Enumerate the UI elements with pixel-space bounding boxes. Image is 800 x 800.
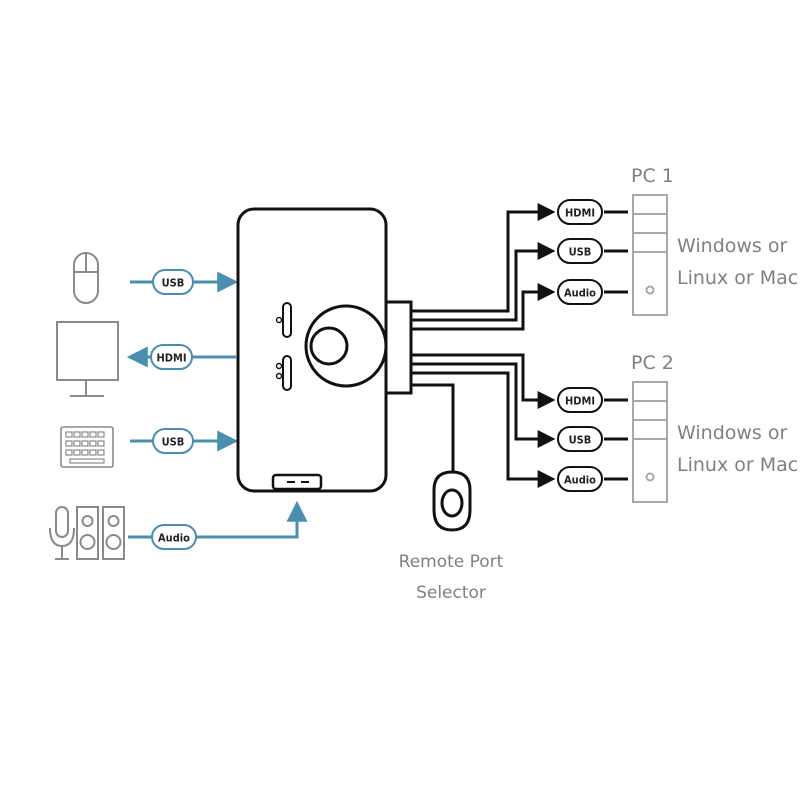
pc2-usb-label: USB (569, 434, 592, 447)
keyboard-usb-label: USB (162, 436, 185, 449)
mouse-connection: USB (130, 269, 239, 295)
pc1-os-line2: Linux or Mac (677, 267, 798, 289)
remote-selector-icon (432, 470, 472, 532)
speaker-right-icon (102, 506, 125, 560)
mouse-usb-label: USB (162, 277, 185, 290)
pc1-title: PC 1 (631, 165, 674, 187)
pc1-hdmi-label: HDMI (565, 207, 595, 220)
cable-connector (384, 300, 413, 395)
microphone-icon (49, 506, 75, 560)
monitor-connection: HDMI (126, 344, 236, 370)
pc1-connections: HDMI USB Audio (557, 199, 628, 305)
audio-label: Audio (158, 532, 190, 545)
pc2-tower-icon (632, 381, 668, 503)
audio-connection: Audio (128, 500, 308, 550)
keyboard-icon (60, 426, 114, 468)
pc1-audio-label: Audio (564, 287, 596, 300)
cable-bundle (411, 203, 556, 488)
pc2-connections: HDMI USB Audio (557, 387, 628, 492)
pc2-audio-label: Audio (564, 474, 596, 487)
monitor-hdmi-label: HDMI (156, 352, 186, 365)
remote-label-line1: Remote Port (399, 552, 504, 572)
speaker-left-icon (76, 506, 99, 560)
kvm-switch (236, 207, 388, 493)
pc2-hdmi-label: HDMI (565, 395, 595, 408)
mouse-icon (73, 252, 99, 304)
port-button-2 (282, 355, 292, 391)
keyboard-connection: USB (130, 428, 239, 454)
pc1-os-line1: Windows or (677, 235, 787, 257)
pc2-os-line2: Linux or Mac (677, 454, 798, 476)
pc2-os-line1: Windows or (677, 422, 787, 444)
pc1-usb-label: USB (569, 246, 592, 259)
port-button-1 (282, 302, 292, 338)
audio-port (271, 473, 323, 491)
pc1-tower-icon (632, 194, 668, 316)
selector-knob-icon (309, 326, 349, 366)
remote-label-line2: Selector (416, 583, 486, 603)
monitor-icon (56, 321, 119, 397)
pc2-title: PC 2 (631, 352, 674, 374)
